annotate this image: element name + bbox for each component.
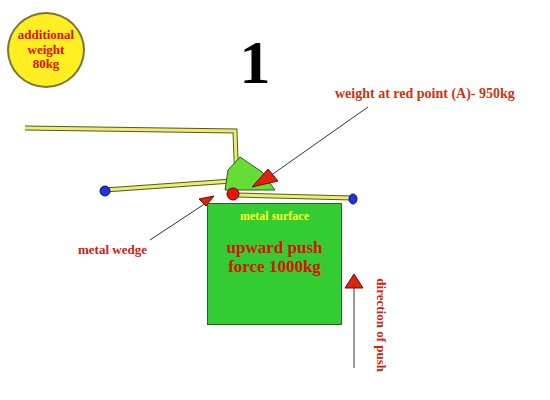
leader-arrowhead	[252, 169, 278, 187]
node-body: upward push force 1000kg	[225, 238, 325, 277]
node-heading: additional weight 80kg	[13, 28, 79, 73]
callout-number: 1	[240, 28, 271, 96]
weight-circle: additional weight 80kg	[7, 12, 85, 88]
blue-dot	[100, 186, 110, 196]
blue-dot	[349, 194, 357, 204]
push-arrowhead	[345, 274, 363, 288]
metal-block: metal surface upward push force 1000kg	[207, 203, 342, 325]
leader-line	[270, 107, 368, 176]
left-lever	[105, 181, 232, 190]
left-lever-fill	[105, 181, 232, 190]
wedge-leader	[150, 203, 206, 240]
red-point	[227, 188, 239, 200]
right-lever-fill	[238, 195, 352, 198]
wedge-label: metal wedge	[78, 243, 147, 257]
push-direction-label: direction of push	[374, 278, 388, 372]
right-lever	[238, 195, 352, 198]
push-arrow-shaft	[354, 286, 355, 368]
upper-bar	[25, 128, 237, 186]
node-heading: metal surface	[212, 210, 337, 224]
weight-note: weight at red point (A)- 950kg	[335, 86, 515, 101]
upper-bar-fill	[25, 128, 237, 186]
